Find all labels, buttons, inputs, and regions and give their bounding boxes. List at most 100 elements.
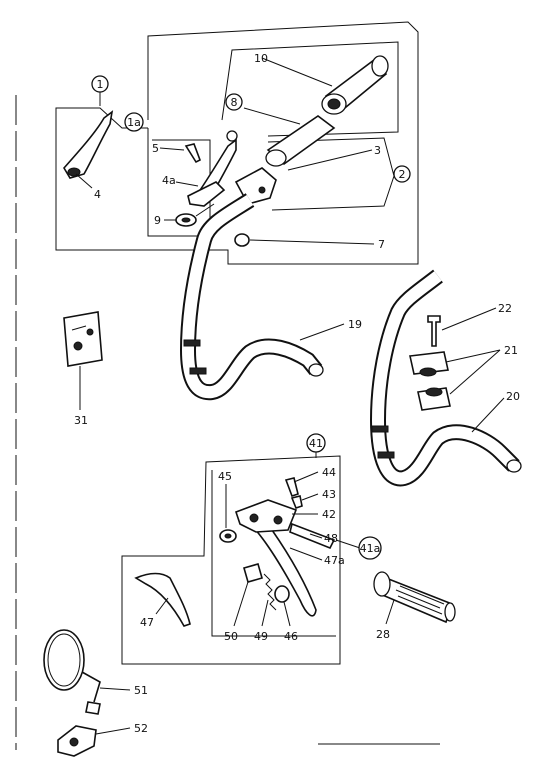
leader-48 bbox=[309, 533, 323, 539]
housing-screw bbox=[258, 186, 266, 194]
brake-lever-4 bbox=[63, 110, 114, 179]
leader-20 bbox=[471, 397, 505, 433]
label-44: 44 bbox=[322, 466, 336, 479]
lever-pivot-4 bbox=[67, 167, 81, 177]
leader-c41a bbox=[335, 539, 361, 549]
label-4a: 4a bbox=[162, 174, 176, 187]
label-4: 4 bbox=[94, 188, 101, 201]
mirror-51-nut bbox=[85, 701, 101, 715]
callout-1-text: 1 bbox=[97, 78, 104, 91]
leader-46 bbox=[283, 601, 291, 627]
clamp-21-upper bbox=[409, 351, 449, 375]
mirror-51-glass bbox=[47, 633, 81, 687]
bag-item-b bbox=[86, 328, 94, 336]
callout-41: 41 bbox=[306, 433, 326, 453]
knurl-19b bbox=[189, 367, 207, 375]
label-28: 28 bbox=[376, 628, 390, 641]
label-47: 47 bbox=[140, 616, 154, 629]
bracket-42 bbox=[234, 499, 298, 533]
leader-21a bbox=[445, 349, 501, 363]
bolt-44 bbox=[284, 477, 299, 498]
spring-49 bbox=[263, 573, 277, 611]
label-5: 5 bbox=[152, 142, 159, 155]
callout-2: 2 bbox=[393, 165, 411, 183]
leader-49 bbox=[261, 599, 269, 627]
label-51: 51 bbox=[134, 684, 148, 697]
label-43: 43 bbox=[322, 488, 336, 501]
bushing-7 bbox=[234, 233, 250, 247]
lever-47 bbox=[134, 572, 191, 627]
leader-22 bbox=[441, 307, 497, 331]
lever-tip-4a bbox=[226, 130, 238, 142]
label-22: 22 bbox=[498, 302, 512, 315]
label-48: 48 bbox=[324, 532, 338, 545]
callout-1a: 1a bbox=[124, 112, 144, 132]
grip-10-end bbox=[371, 55, 389, 77]
handlebar-20-end bbox=[506, 459, 522, 473]
leader-47 bbox=[155, 597, 169, 615]
assembly-outline-8 bbox=[221, 41, 399, 137]
mirror-51 bbox=[43, 629, 85, 691]
leader-5 bbox=[159, 147, 185, 151]
handlebar-19-body bbox=[181, 194, 321, 399]
callout-41a: 41a bbox=[358, 536, 382, 560]
leader-44 bbox=[293, 471, 319, 483]
label-19: 19 bbox=[348, 318, 362, 331]
label-45: 45 bbox=[218, 470, 232, 483]
clamp-21-upper-bore bbox=[419, 367, 437, 377]
leader-4a bbox=[175, 181, 199, 187]
leader-51 bbox=[99, 687, 131, 691]
lever-bracket-4a bbox=[187, 181, 226, 207]
label-7: 7 bbox=[378, 238, 385, 251]
label-46: 46 bbox=[284, 630, 298, 643]
leader-43 bbox=[301, 493, 319, 501]
label-50: 50 bbox=[224, 630, 238, 643]
knurl-20b bbox=[377, 451, 395, 459]
label-47a: 47a bbox=[324, 554, 345, 567]
grip-28-ridges bbox=[395, 585, 445, 615]
label-20: 20 bbox=[506, 390, 520, 403]
label-3: 3 bbox=[374, 144, 381, 157]
bracket-42-hole bbox=[249, 513, 259, 523]
assembly-outline-41a bbox=[211, 470, 336, 637]
label-10: 10 bbox=[254, 52, 268, 65]
part-46 bbox=[274, 585, 290, 603]
assembly-outline-41 bbox=[121, 455, 341, 665]
bolt-43 bbox=[290, 495, 303, 509]
leader-21b bbox=[449, 349, 501, 395]
bracket-42-hole-b bbox=[273, 515, 283, 525]
bag-item-a bbox=[73, 341, 83, 351]
clamp-21-lower-bore bbox=[425, 387, 443, 397]
label-31: 31 bbox=[74, 414, 88, 427]
grip-28-end bbox=[444, 602, 456, 622]
callout-1: 1 bbox=[91, 75, 109, 93]
leader-50 bbox=[233, 581, 249, 627]
leader-lines bbox=[75, 57, 505, 735]
leader-28 bbox=[385, 599, 395, 625]
callout-8-text: 8 bbox=[231, 96, 238, 109]
parts-bag-31 bbox=[63, 311, 103, 367]
mirror-51-stem bbox=[81, 671, 101, 703]
leader-4 bbox=[75, 173, 93, 189]
callout-2-text: 2 bbox=[399, 168, 406, 181]
clamp-9-wire bbox=[195, 203, 215, 217]
knurl-20a bbox=[371, 425, 389, 433]
clamp-9-hole bbox=[181, 217, 191, 223]
bolt-22 bbox=[427, 315, 441, 347]
label-9: 9 bbox=[154, 214, 161, 227]
label-52: 52 bbox=[134, 722, 148, 735]
leader-47a bbox=[289, 547, 323, 561]
grip-10-bore bbox=[327, 98, 341, 110]
callout-8: 8 bbox=[225, 93, 243, 111]
part-50 bbox=[243, 563, 263, 583]
leader-10 bbox=[261, 57, 333, 87]
lever-47a bbox=[252, 526, 317, 617]
part-45-bore bbox=[224, 533, 232, 539]
assembly-outline-1 bbox=[55, 21, 419, 265]
bag-item-c bbox=[71, 325, 87, 331]
leader-7 bbox=[249, 239, 375, 245]
bolt-5 bbox=[184, 143, 202, 164]
leader-52 bbox=[95, 727, 131, 735]
